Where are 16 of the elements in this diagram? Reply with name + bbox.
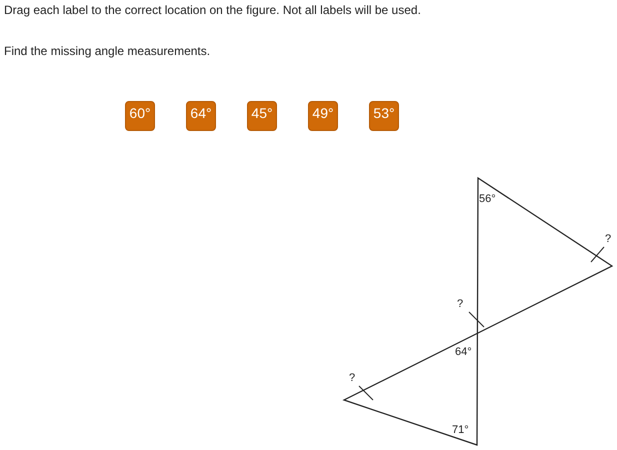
unknown-angle-label: ? (349, 372, 356, 385)
answer-tile: 45° (247, 101, 277, 131)
answer-tile: 60° (125, 101, 155, 131)
answer-tile: 64° (186, 101, 216, 131)
leader-line (590, 246, 604, 262)
angle-label: 71° (452, 424, 469, 437)
instruction-text: Find the missing angle measurements. (4, 44, 210, 58)
instruction-text: Drag each label to the correct location on the figure. Not all labels will be used. (4, 3, 421, 17)
leader-line (468, 312, 484, 328)
answer-tile: 53° (369, 101, 399, 131)
leader-line (358, 386, 374, 400)
angle-label: 64° (455, 346, 472, 359)
answer-tile: 49° (308, 101, 338, 131)
unknown-angle-label: ? (457, 298, 464, 311)
angle-label: 56° (479, 193, 496, 206)
unknown-angle-label: ? (605, 233, 612, 246)
